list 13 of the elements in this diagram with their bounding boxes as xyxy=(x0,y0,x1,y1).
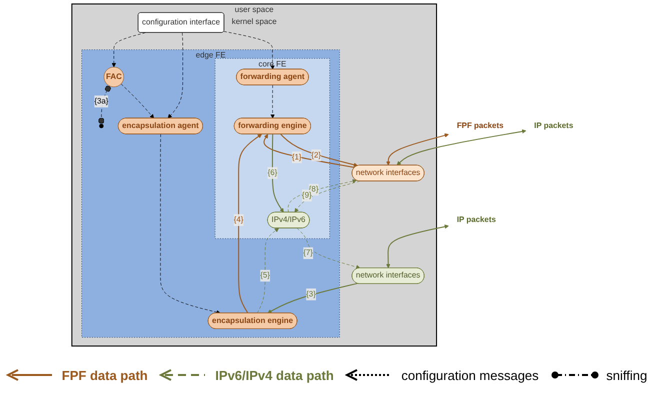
legend-label: sniffing xyxy=(606,368,648,382)
arrow xyxy=(267,282,358,314)
arrow xyxy=(280,134,358,167)
arrow xyxy=(386,224,449,268)
legend-label: configuration messages xyxy=(401,368,539,382)
node-circle xyxy=(99,124,104,128)
arrow xyxy=(396,129,526,166)
arrow xyxy=(386,133,449,166)
legend-label: IPv6/IPv4 data path xyxy=(215,368,334,382)
arrow xyxy=(272,134,284,213)
arrow xyxy=(264,134,356,168)
arrow xyxy=(238,134,262,314)
legend-label: FPF data path xyxy=(62,368,148,382)
